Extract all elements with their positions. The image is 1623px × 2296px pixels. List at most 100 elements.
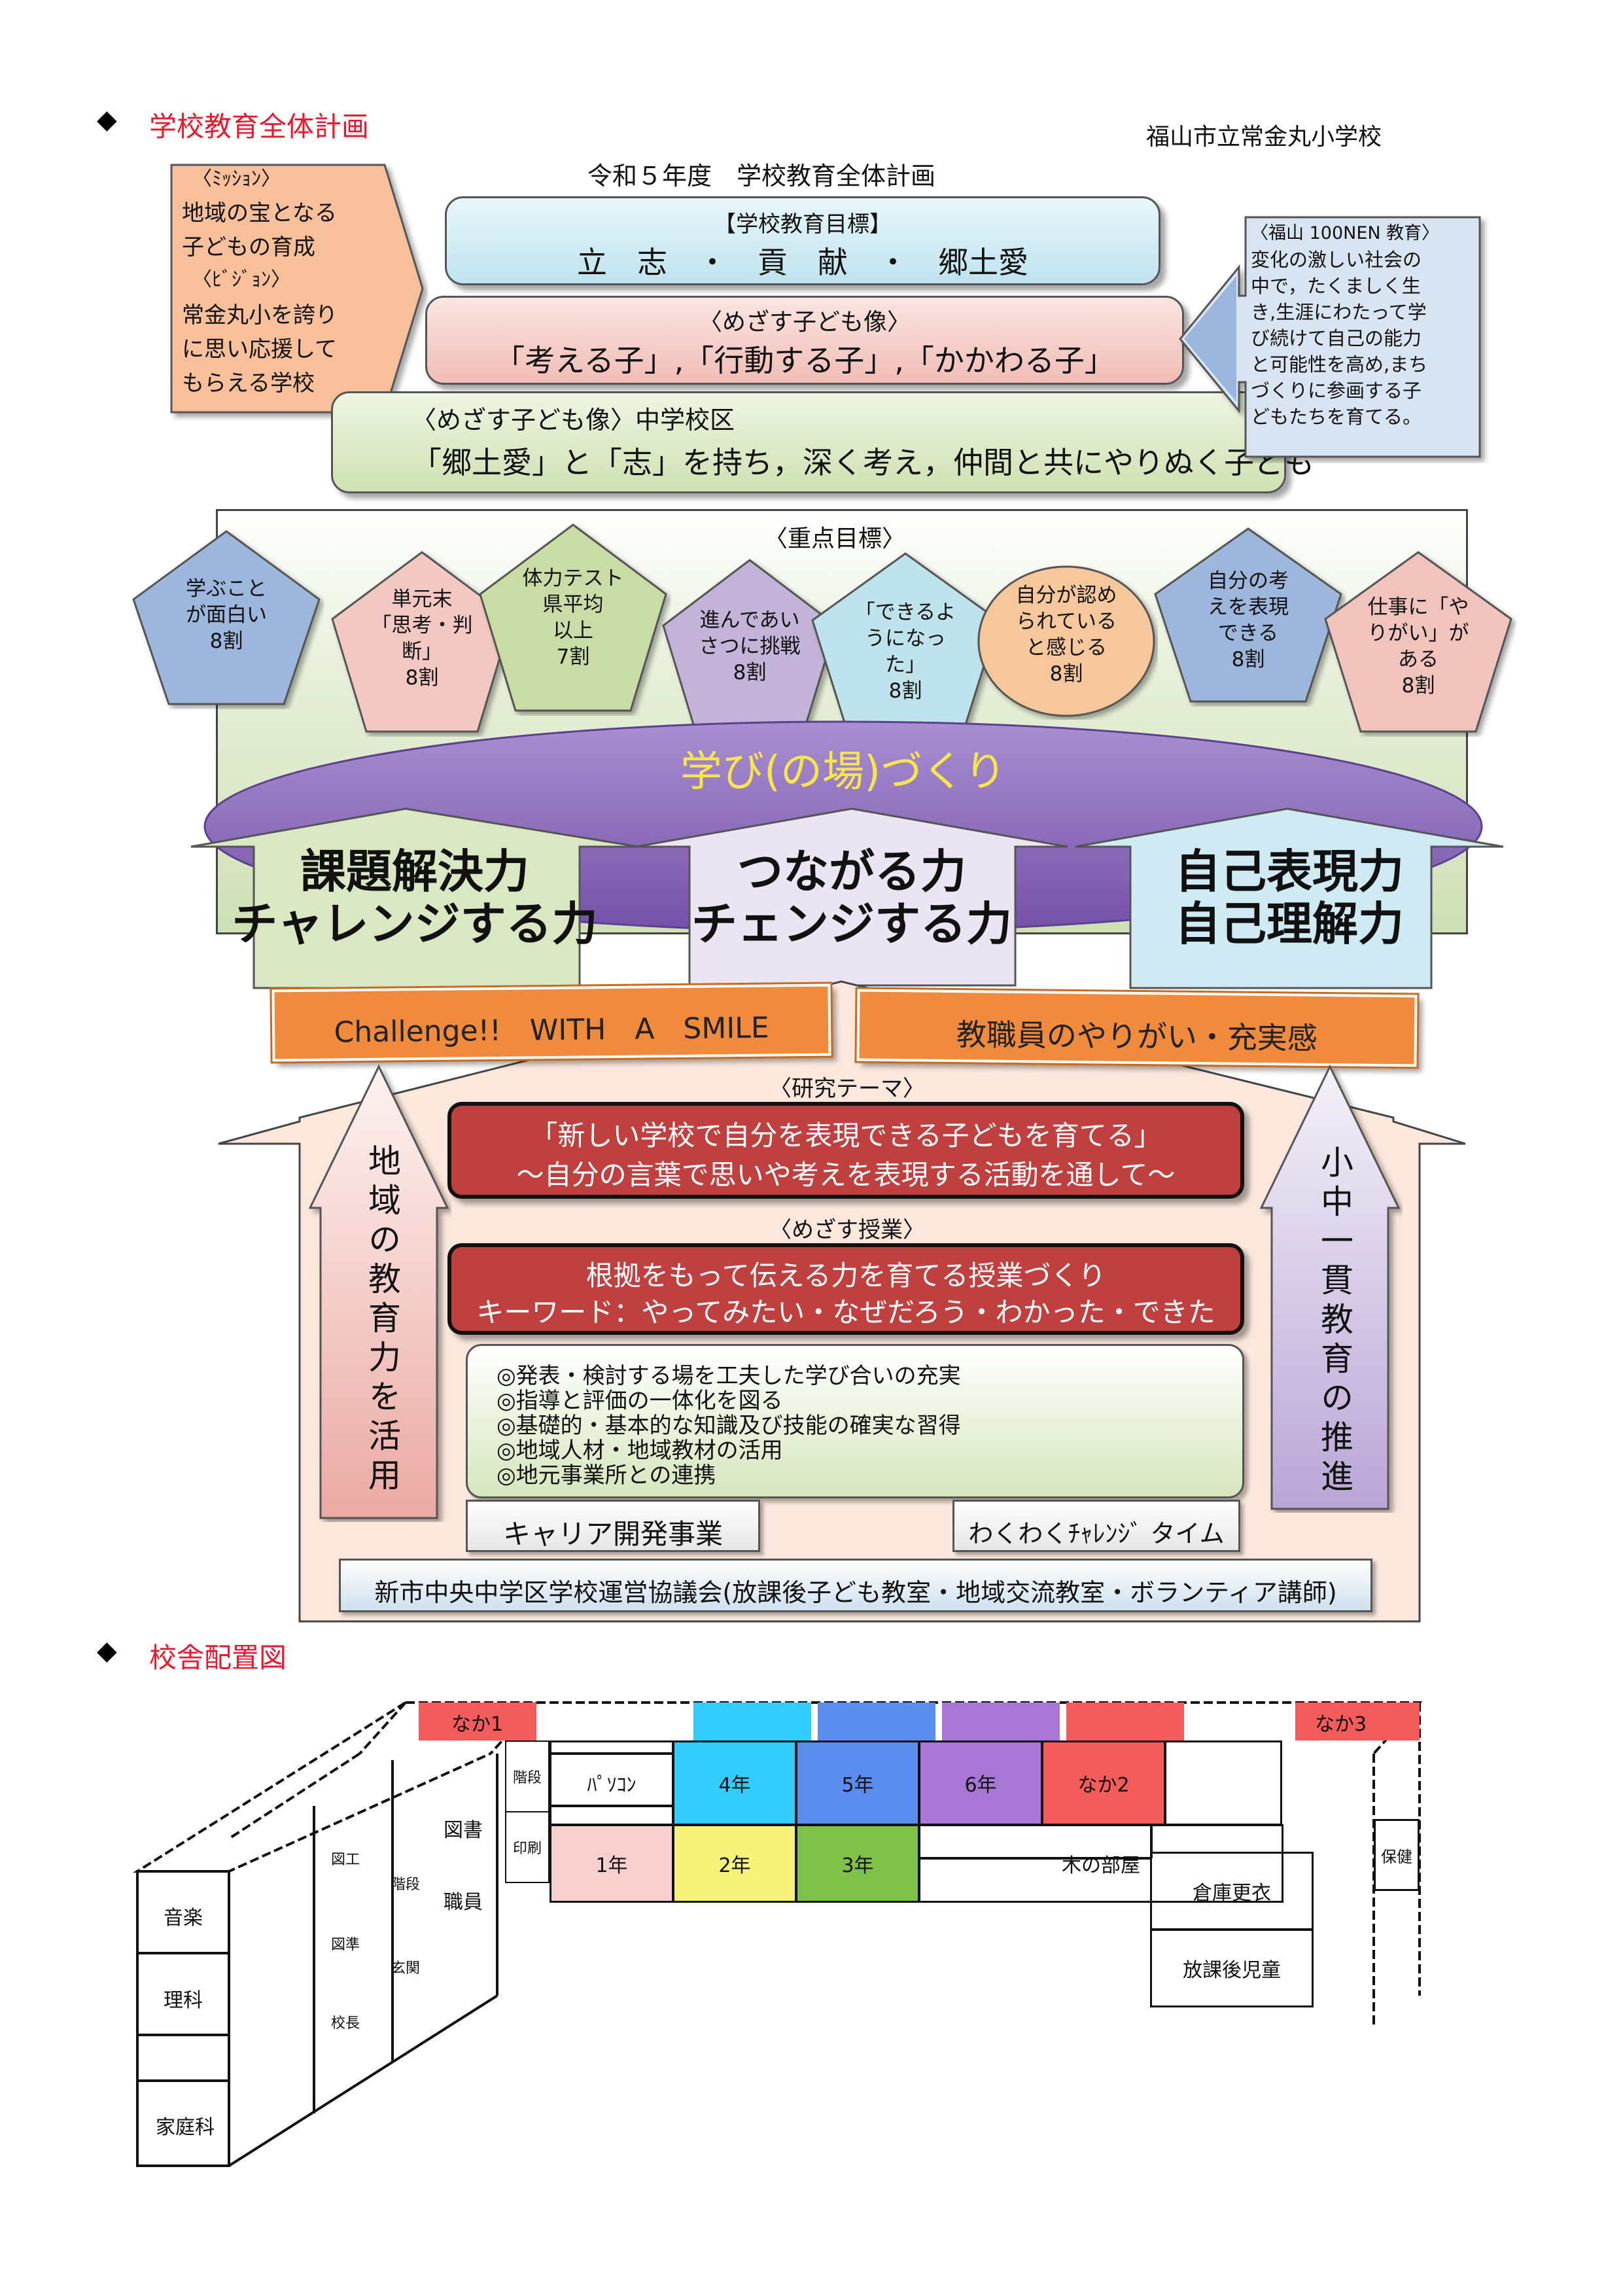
priority-goal-7-text: 自分の考 えを表現 できる 8割 [1208, 569, 1289, 671]
practice-item-3: ◎基礎的・基本的な知識及び技能の確実な習得 [497, 1413, 961, 1439]
room-pink-top-right [1164, 1740, 1282, 1826]
teacher-fulfillment-text: 教職員のやりがい・充実感 [956, 1017, 1318, 1056]
council-box: 新市中央中学区学校運営協議会(放課後子ども教室・地域交流教室・ボランティア講師) [339, 1559, 1372, 1612]
ability-3-line2: 自己理解力 [1175, 897, 1404, 951]
target-lesson-box: 根拠をもって伝える力を育てる授業づくり キーワード：やってみたい・なぜだろう・わ… [447, 1243, 1244, 1335]
priority-goal-7: 自分の考 えを表現 できる 8割 [1150, 523, 1346, 707]
room-zujun: 図準 [331, 1937, 360, 1953]
priority-goal-4-text: 進んであい さつに挑戦 8割 [699, 609, 801, 684]
practice-item-5: ◎地元事業所との連携 [497, 1462, 716, 1489]
room-genkan: 玄関 [391, 1960, 421, 1977]
priority-goal-3: 体力テスト 県平均 以上 7割 [475, 520, 671, 716]
school-name: 福山市立常金丸小学校 [1146, 124, 1382, 150]
diamond-bullet-icon: ◆ [97, 1636, 117, 1666]
target-lesson-line1: 根拠をもって伝える力を育てる授業づくり [585, 1260, 1106, 1292]
challenge-banner-text: Challenge!! WITH A SMILE [275, 1004, 829, 1051]
challenge-time-box: わくわくﾁｬﾚﾝｼﾞ タイム [952, 1500, 1240, 1552]
ability-arrow-3-shape [1075, 807, 1504, 989]
room-kaidan-1: 階段 [505, 1740, 550, 1812]
fukuyama-label: 〈福山 100NEN 教育〉 [1251, 223, 1440, 243]
left-side-arrow-shape [308, 1064, 449, 1519]
junior-high-text: 「郷土愛」と「志」を持ち，深く考え，仲間と共にやりぬく子ども [411, 445, 1314, 480]
mission-label: 〈ﾐｯｼｮﾝ〉 [192, 168, 281, 190]
room-kaidan-2: 階段 [391, 1877, 421, 1893]
fukuyama-100nen-box: 〈福山 100NEN 教育〉 変化の激しい社会の 中で，たくましく生 き,生涯に… [1178, 215, 1492, 463]
vision-line-1: 常金丸小を誇り [182, 302, 338, 328]
roof-strip-naka2 [1066, 1703, 1184, 1740]
right-side-arrow-shape [1259, 1064, 1401, 1510]
room-kateika: 家庭科 [156, 2116, 215, 2139]
vision-line-3: もらえる学校 [182, 370, 315, 397]
room-insatsu: 印刷 [505, 1811, 550, 1883]
plan-title: 令和５年度 学校教育全体計画 [587, 162, 936, 190]
child-image-label: 〈めざす子ども像〉 [698, 309, 911, 336]
ability-2-line1: つながる力 [737, 845, 966, 898]
room-shokuin: 職員 [444, 1891, 483, 1914]
room-hoken: 保健 [1374, 1819, 1420, 1891]
roof-strip-6nen [942, 1703, 1060, 1740]
mission-line-1: 地域の宝となる [182, 200, 337, 226]
roof-strip-4nen [693, 1703, 811, 1740]
fukuyama-line-4: び続けて自己の能力 [1251, 327, 1422, 349]
council-text: 新市中央中学区学校運営協議会(放課後子ども教室・地域交流教室・ボランティア講師) [374, 1578, 1337, 1607]
left-side-arrow-text: 地域の教育力を活用 [363, 1144, 401, 1497]
ability-1-line1: 課題解決力 [300, 845, 529, 898]
room-pasokon: ﾊﾟｿｺﾝ [550, 1740, 674, 1826]
junior-high-label: 〈めざす子ども像〉中学校区 [411, 406, 735, 434]
ability-1-line2: チャレンジする力 [232, 897, 598, 951]
priority-goal-6-text: 自分が認め られている と感じる 8割 [1015, 584, 1117, 686]
fukuyama-box-shape [1179, 216, 1481, 458]
section-title-layout: 校舎配置図 [149, 1642, 287, 1674]
room-naka3: なか3 [1315, 1713, 1367, 1736]
practices-box: ◎発表・検討する場を工夫した学び合いの充実 ◎指導と評価の一体化を図る ◎基礎的… [466, 1344, 1244, 1498]
challenge-banner-label: Challenge!! WITH A SMILE [334, 1011, 769, 1050]
child-image-box: 〈めざす子ども像〉 「考える子」,「行動する子」,「かかわる子」 [425, 296, 1184, 385]
practice-item-2: ◎指導と評価の一体化を図る [497, 1388, 783, 1414]
research-theme-box: 「新しい学校で自分を表現できる子どもを育てる」 ～自分の言葉で思いや考えを表現す… [447, 1102, 1244, 1199]
ability-arrow-1-shape [190, 807, 639, 989]
fukuyama-line-7: どもたちを育てる。 [1251, 406, 1422, 428]
education-goal-label: 【学校教育目標】 [714, 211, 892, 238]
ability-2-line2: チェンジする力 [691, 897, 1012, 951]
fukuyama-line-5: と可能性を高め,まち [1251, 353, 1428, 376]
mission-box-shape [170, 164, 424, 414]
room-tosho: 図書 [444, 1819, 483, 1842]
mission-line-2: 子どもの育成 [182, 234, 315, 260]
room-4nen: 4年 [672, 1740, 797, 1826]
room-3nen: 3年 [795, 1824, 920, 1903]
room-ongaku: 音楽 [164, 1907, 203, 1930]
practice-item-1: ◎発表・検討する場を工夫した学び合いの充実 [497, 1363, 961, 1389]
room-souko: 倉庫更衣 [1150, 1852, 1314, 1930]
priority-goal-3-text: 体力テスト 県平均 以上 7割 [522, 567, 624, 669]
ability-arrow-2-shape [635, 807, 1068, 987]
research-theme-line1: 「新しい学校で自分を表現できる子どもを育てる」 [530, 1120, 1162, 1152]
roof-strip-naka1 [419, 1703, 536, 1740]
target-lesson-line2: キーワード：やってみたい・なぜだろう・わかった・できた [476, 1296, 1215, 1328]
career-program-box: キャリア開発事業 [466, 1500, 760, 1552]
fukuyama-line-1: 変化の激しい社会の [1251, 249, 1422, 271]
priority-goal-8-text: 仕事に「や りがい」が ある 8割 [1367, 595, 1469, 698]
room-6nen: 6年 [918, 1740, 1043, 1826]
priority-goal-1-text: 学ぶこと が面白い 8割 [186, 577, 267, 653]
career-program-text: キャリア開発事業 [502, 1518, 723, 1550]
practice-item-4: ◎地域人材・地域教材の活用 [497, 1438, 783, 1464]
room-rika: 理科 [164, 1989, 203, 2012]
room-kinoheya: 木の部屋 [918, 1824, 1283, 1903]
room-1nen: 1年 [550, 1824, 674, 1903]
priority-goal-1: 学ぶこと が面白い 8割 [128, 526, 324, 709]
priority-goal-2-text: 単元末 「思考・判 断」 8割 [371, 588, 473, 690]
ability-3-line1: 自己表現力 [1175, 845, 1404, 898]
priority-goal-5-text: 「できるよ うになっ た」 8割 [854, 601, 956, 703]
learning-place-text: 学び(の場)づくり [680, 748, 1006, 796]
ability-arrow-2: つながる力 チェンジする力 [631, 806, 1073, 989]
roof-strip-5nen [818, 1703, 935, 1740]
mission-box: 〈ﾐｯｼｮﾝ〉 地域の宝となる 子どもの育成 〈ﾋﾞｼﾞｮﾝ〉 常金丸小を誇り … [162, 156, 428, 421]
left-side-arrow: 地域の教育力を活用 [306, 1064, 451, 1522]
junior-high-image-box: 〈めざす子ども像〉中学校区 「郷土愛」と「志」を持ち，深く考え，仲間と共にやりぬ… [331, 391, 1314, 493]
priority-goal-6: 自分が認め られている と感じる 8割 [975, 563, 1158, 720]
section-title-plan: 学校教育全体計画 [149, 111, 370, 143]
fukuyama-line-2: 中で，たくましく生 [1251, 275, 1421, 297]
education-goal-box: 【学校教育目標】 立 志 ・ 貢 献 ・ 郷土愛 [445, 196, 1161, 285]
fukuyama-line-6: づくりに参画する子 [1251, 380, 1422, 402]
right-side-arrow-text: 小中一貫教育の推進 [1316, 1145, 1353, 1498]
